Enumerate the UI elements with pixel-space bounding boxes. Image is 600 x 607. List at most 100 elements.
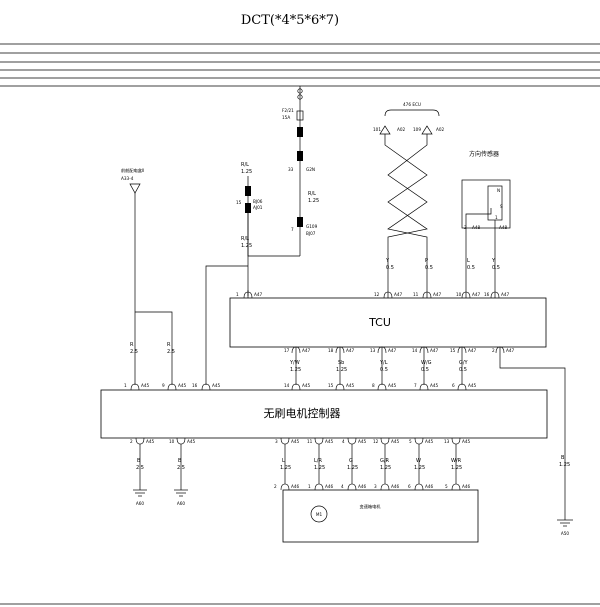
label-ctrl_bottom_pins-1-color: B bbox=[178, 458, 182, 464]
label-ctrl_top_pins-3-pin: 14 bbox=[284, 383, 290, 388]
wire-gauge: 1.25 bbox=[290, 367, 301, 373]
label-ctrl_bottom_pins-7-pin: 13 bbox=[444, 439, 450, 444]
tcu-label: TCU bbox=[368, 316, 391, 329]
wire-color: W/G bbox=[421, 360, 432, 366]
ecu-476-group: 476 ECU 101 A02 109 A02 Y 0.5 P 0.5 bbox=[373, 102, 445, 290]
wire-gauge: 0.5 bbox=[492, 265, 500, 271]
path-wire bbox=[383, 291, 393, 299]
ecu-pin-left: 101 bbox=[373, 127, 381, 132]
wire-gauge: 1.25 bbox=[241, 243, 252, 249]
ground-label: A60 bbox=[136, 501, 145, 506]
label-motor_pins-1-pin: 1 bbox=[308, 484, 311, 489]
label-ctrl_bottom_pins-0-pin: 2 bbox=[130, 439, 133, 444]
label-ctrl_bottom_pins-1-gauge: 2.5 bbox=[177, 465, 185, 471]
pin-number: 16 bbox=[484, 292, 490, 297]
label-ctrl_bottom_pins-2-gauge: 1.25 bbox=[280, 465, 291, 471]
motor-pins: 2 A46 1 A46 4 A46 3 A46 6 A46 5 A46 bbox=[274, 483, 471, 491]
wire-gauge: 0.5 bbox=[459, 367, 467, 373]
label-ctrl_bottom_pins-7-conn: A45 bbox=[462, 439, 471, 444]
path-wire bbox=[422, 291, 432, 299]
path-wire bbox=[335, 383, 345, 391]
path-wire bbox=[243, 291, 253, 299]
label-ctrl_bottom_pins-6-color: W bbox=[416, 458, 421, 464]
wire-color: L bbox=[467, 258, 470, 264]
label-ctrl_bottom_pins-6-gauge: 1.25 bbox=[414, 465, 425, 471]
path-wire bbox=[167, 383, 177, 391]
sensor-box bbox=[461, 179, 511, 229]
pin-number: 11 bbox=[413, 292, 419, 297]
g109-pin: 7 bbox=[291, 227, 294, 232]
label-ctrl_bottom_pins-5-gauge: 1.25 bbox=[380, 465, 391, 471]
ecu-pin-right: 109 bbox=[413, 127, 421, 132]
label-ctrl_top_pins-7-conn: A45 bbox=[468, 383, 477, 388]
wire-gauge: 1.25 bbox=[241, 169, 252, 175]
brushless-controller-module bbox=[100, 389, 548, 439]
path-wire bbox=[280, 437, 290, 445]
label-ctrl_bottom_pins-4-conn: A45 bbox=[358, 439, 367, 444]
path-wire bbox=[414, 483, 424, 491]
pin-number: 13 bbox=[370, 348, 376, 353]
label-ctrl_top_pins-3-conn: A45 bbox=[302, 383, 311, 388]
connector-block bbox=[245, 203, 251, 213]
circle-wire bbox=[297, 88, 303, 94]
tcu-module bbox=[229, 297, 547, 348]
pin-number: 18 bbox=[328, 348, 334, 353]
front-fuse-box-pin: A33-4 bbox=[121, 176, 134, 181]
label-motor_pins-3-conn: A46 bbox=[391, 484, 400, 489]
path-wire bbox=[247, 176, 300, 257]
ecu-pin-left-conn: A02 bbox=[397, 127, 406, 132]
label-ctrl_top_pins-7-pin: 6 bbox=[452, 383, 455, 388]
path-wire bbox=[335, 346, 345, 354]
label-ctrl_top_pins-5-pin: 8 bbox=[372, 383, 375, 388]
label-ctrl_top_pins-4-pin: 15 bbox=[328, 383, 334, 388]
top-bus-lines bbox=[0, 43, 600, 87]
path-wire bbox=[457, 346, 467, 354]
path-wire bbox=[205, 265, 248, 385]
ground-label: A50 bbox=[561, 531, 570, 536]
path-wire bbox=[347, 437, 357, 445]
sensor-pin-right: 1 bbox=[495, 215, 498, 220]
path-wire bbox=[135, 311, 173, 385]
label-motor_pins-1-conn: A46 bbox=[325, 484, 334, 489]
pin-conn: A47 bbox=[472, 292, 481, 297]
controller-top-pins: 1 A45 9 A45 16 A45 14 A45 15 A45 8 A45 7… bbox=[124, 383, 477, 391]
pin-conn: A47 bbox=[346, 348, 355, 353]
label-ctrl_bottom_pins-3-color: L/R bbox=[314, 458, 322, 464]
direction-sensor-group: 方向传感器 N S 2 A48 1 A48 L 0.5 Y 0.5 bbox=[461, 150, 511, 290]
path-wire bbox=[457, 383, 467, 391]
controller-motor-wires: 3 A45 L 1.25 11 A45 L/R 1.25 4 A45 G 1.2… bbox=[275, 437, 471, 484]
label-motor_pins-0-conn: A46 bbox=[291, 484, 300, 489]
wire-color: R/L bbox=[308, 191, 316, 197]
wire-color: R/L bbox=[241, 162, 249, 168]
aj01-connector: AJ01 bbox=[253, 205, 263, 210]
pin-number: 1 bbox=[236, 292, 239, 297]
wire-gauge: 2.5 bbox=[167, 349, 175, 355]
wire-color: G/Y bbox=[459, 360, 469, 366]
ecu-label: 476 ECU bbox=[403, 102, 421, 107]
path-wire bbox=[490, 291, 500, 299]
circle-wire bbox=[297, 94, 303, 100]
wire-color: Y/L bbox=[379, 360, 388, 366]
pin-conn: A47 bbox=[394, 292, 403, 297]
path-wire bbox=[387, 134, 428, 290]
label-motor_pins-3-pin: 3 bbox=[374, 484, 377, 489]
wire-gauge: 0.5 bbox=[380, 367, 388, 373]
label-ctrl_bottom_pins-5-conn: A45 bbox=[391, 439, 400, 444]
label-motor_pins-0-pin: 2 bbox=[274, 484, 277, 489]
label-ctrl_bottom_pins-3-gauge: 1.25 bbox=[314, 465, 325, 471]
shift-motor-module bbox=[282, 489, 479, 543]
wire-color: R bbox=[167, 342, 171, 348]
path-wire bbox=[130, 383, 140, 391]
label-ctrl_bottom_pins-2-color: L bbox=[282, 458, 285, 464]
label-ctrl_bottom_pins-6-conn: A45 bbox=[425, 439, 434, 444]
label-ctrl_bottom_pins-1-conn: A45 bbox=[187, 439, 196, 444]
label-motor_pins-4-conn: A46 bbox=[425, 484, 434, 489]
g2n-pin: 33 bbox=[288, 167, 294, 172]
path-wire bbox=[377, 383, 387, 391]
label-motor_pins-2-conn: A46 bbox=[358, 484, 367, 489]
path-wire bbox=[499, 347, 566, 520]
wire-gauge: 2.5 bbox=[130, 349, 138, 355]
ecu-pin-right-conn: A02 bbox=[436, 127, 445, 132]
path-wire bbox=[465, 208, 492, 228]
motor-symbol-label: M1 bbox=[316, 512, 323, 517]
